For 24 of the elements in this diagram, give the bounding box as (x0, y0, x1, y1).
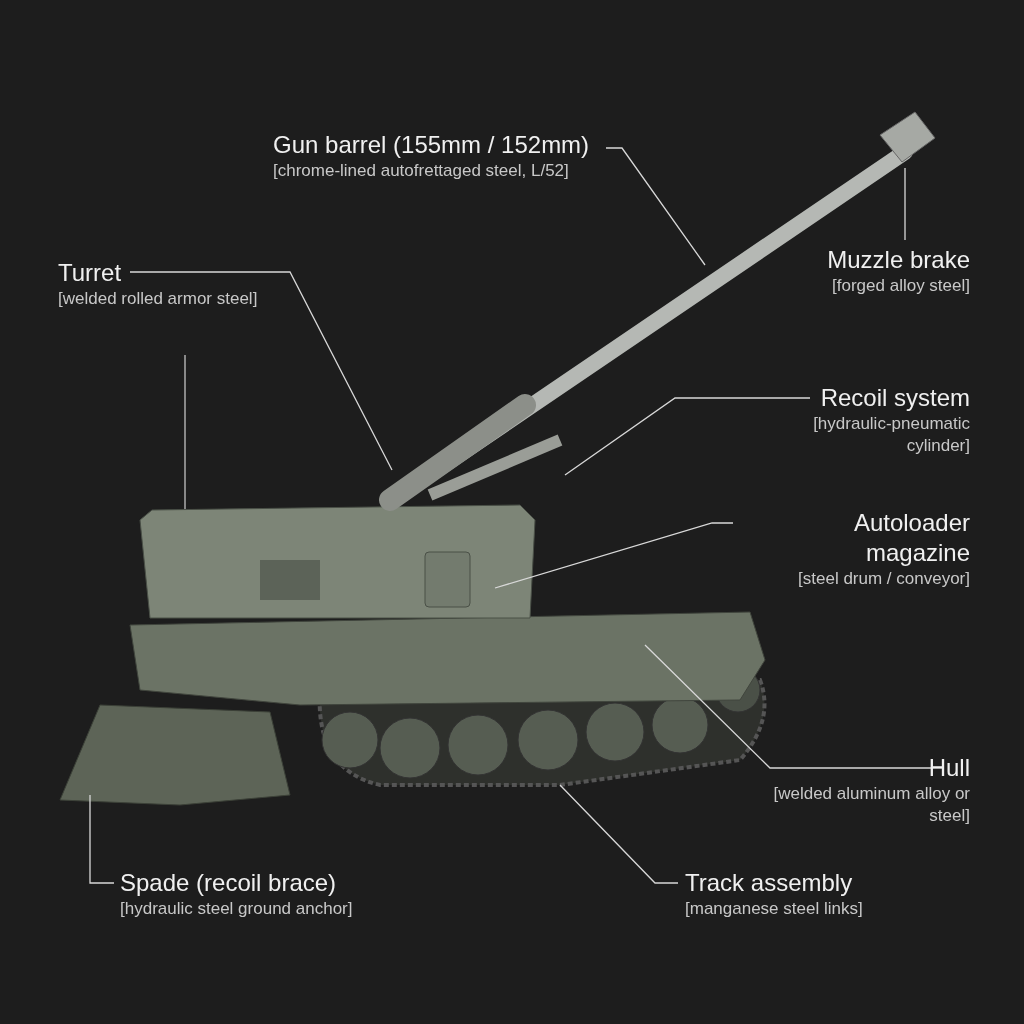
leader-line (564, 397, 811, 476)
part-name: Autoloader magazine (852, 508, 970, 568)
material-note: [manganese steel links] (685, 898, 863, 920)
part-name: Muzzle brake (827, 245, 970, 275)
part-name: Gun barrel (155mm / 152mm) (273, 130, 590, 160)
material-note: [chrome-lined autofrettaged steel, L/52] (273, 160, 570, 182)
part-name: Spade (recoil brace) (120, 868, 338, 898)
part-name: Recoil system (820, 383, 970, 413)
material-note: [steel drum / conveyor] (798, 568, 970, 590)
part-name: Hull (928, 753, 970, 783)
material-note: [welded rolled armor steel] (58, 288, 258, 310)
leader-line (644, 644, 943, 769)
leader-line (129, 271, 393, 471)
leader-line (605, 147, 706, 266)
material-note: [hydraulic-pneumatic cylinder] (812, 413, 970, 457)
material-note: [hydraulic steel ground anchor] (120, 898, 353, 920)
leader-line (494, 522, 734, 589)
part-name: Track assembly (685, 868, 854, 898)
leader-line (89, 794, 115, 884)
leader-line (904, 167, 906, 241)
part-name: Turret (58, 258, 123, 288)
material-note: [forged alloy steel] (832, 275, 970, 297)
leader-line (559, 784, 679, 884)
material-note: [welded aluminum alloy or steel] (772, 783, 970, 827)
